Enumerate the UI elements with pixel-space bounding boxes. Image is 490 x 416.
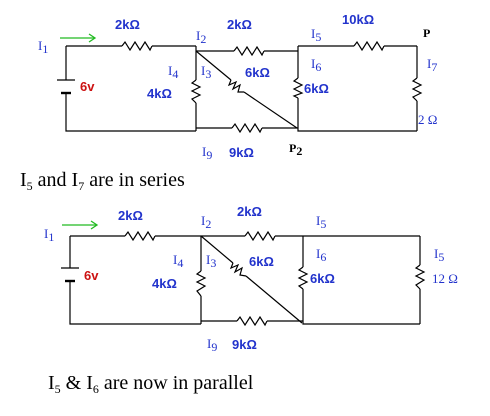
c2-resistor-vert-left (195, 270, 207, 297)
c2-wire-node-mid (302, 236, 420, 325)
c1-current-i9: I9 (202, 144, 212, 162)
c2-current-i5-top: I5 (316, 213, 326, 231)
c2-label-r-top-left: 2kΩ (118, 208, 143, 223)
c2-current-i5-right: I5 (434, 246, 444, 264)
c1-resistor-vert-mid (292, 77, 304, 99)
c1-label-r-top-right: 10kΩ (342, 12, 374, 27)
c2-resistor-top-mid (244, 230, 276, 242)
c2-resistor-bottom (236, 315, 268, 327)
c1-label-r-diag: 6kΩ (245, 65, 270, 80)
c2-label-r-vert-left: 4kΩ (152, 276, 177, 291)
circuit-1: 2kΩ 2kΩ 10kΩ 4kΩ 6kΩ 6kΩ 9kΩ 2 Ω 6v P P2… (38, 12, 437, 162)
c1-node-p: P (423, 26, 430, 40)
c1-current-i7: I7 (427, 56, 437, 74)
c1-label-r-top-mid: 2kΩ (227, 17, 252, 32)
c1-label-r-right: 2 Ω (418, 112, 437, 127)
c2-current-i3: I3 (206, 252, 216, 270)
c2-resistor-vert-mid (297, 266, 309, 290)
c2-current-i9: I9 (207, 336, 217, 354)
c1-wire-diag (195, 50, 298, 129)
c1-resistor-top-right (353, 40, 385, 52)
c1-wire-node-mid (297, 46, 417, 132)
c2-label-source: 6v (84, 268, 99, 283)
caption-series: I5 and I7 are in series (20, 169, 185, 193)
c1-current-i1: I1 (38, 38, 48, 56)
c1-resistor-diag (227, 79, 244, 93)
c2-label-r-vert-mid: 6kΩ (310, 271, 335, 286)
c1-resistor-top-left (121, 40, 153, 52)
caption-parallel: I5 & I6 are now in parallel (48, 372, 254, 396)
c2-label-r-right: 12 Ω (432, 271, 458, 286)
c2-current-arrow (62, 220, 99, 230)
c1-current-i2: I2 (196, 28, 206, 46)
c1-resistor-bottom (231, 122, 263, 134)
c2-resistor-right (414, 264, 426, 290)
c1-resistor-right (411, 77, 423, 102)
c2-wire-left (69, 236, 201, 325)
c2-current-i1: I1 (44, 226, 54, 244)
c1-label-r-vert-mid: 6kΩ (304, 81, 329, 96)
c1-current-i4: I4 (168, 63, 178, 81)
c1-resistor-top-mid (233, 45, 265, 57)
c2-resistor-top-left (124, 230, 156, 242)
c1-label-source: 6v (80, 79, 95, 94)
c2-battery (61, 267, 79, 283)
c1-label-r-top-left: 2kΩ (115, 17, 140, 32)
c2-label-r-bottom: 9kΩ (232, 337, 257, 352)
c1-node-p2: P2 (289, 141, 302, 158)
c1-current-i3: I3 (201, 63, 211, 81)
c1-current-i6: I6 (311, 56, 321, 74)
c1-label-r-bottom: 9kΩ (229, 145, 254, 160)
c1-resistor-vert-left (190, 79, 202, 104)
c1-current-i5: I5 (311, 26, 321, 44)
c2-current-i6: I6 (316, 246, 326, 264)
circuit-2: 2kΩ 2kΩ 4kΩ 6kΩ 6kΩ 9kΩ 12 Ω 6v I1 I2 I3… (44, 204, 458, 354)
c1-battery (57, 79, 75, 95)
c2-current-i4: I4 (173, 252, 183, 270)
c2-label-r-diag: 6kΩ (249, 254, 274, 269)
c1-label-r-vert-left: 4kΩ (147, 86, 172, 101)
c2-label-r-top-mid: 2kΩ (237, 204, 262, 219)
c2-current-i2: I2 (201, 213, 211, 231)
c1-wire-left (65, 46, 196, 132)
c2-resistor-diag (229, 262, 247, 277)
c2-wire-diag (200, 235, 303, 324)
c1-current-arrow (60, 33, 97, 43)
